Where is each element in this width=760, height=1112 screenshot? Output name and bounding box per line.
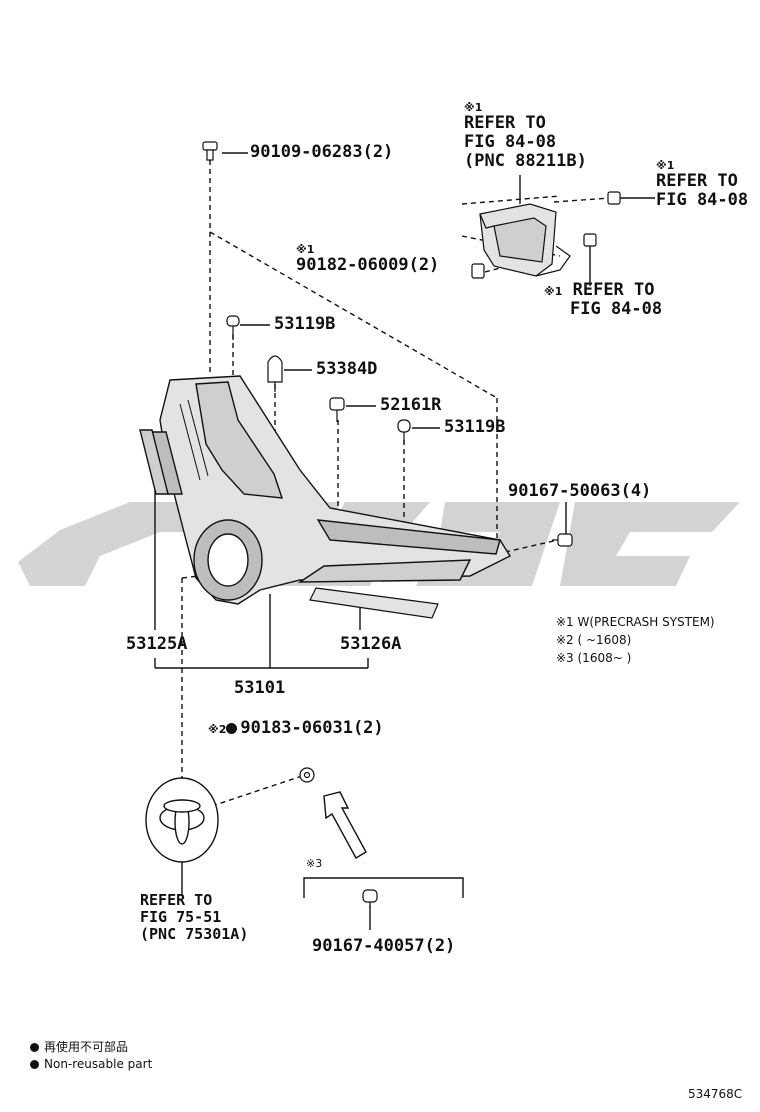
reference-mark: ※1 [464,101,483,114]
grille-assembly [139,375,512,605]
part-label-90109-06283: 90109-06283(2) [250,142,394,162]
clip-icon [267,355,283,392]
clip-icon [226,315,240,340]
clip-icon [329,397,345,422]
part-number: 90183-06031(2) [240,718,384,738]
bolt-icon [202,141,218,161]
part-label-53125a: 53125A [126,634,188,654]
part-label-53384d: 53384D [316,359,378,379]
clip-icon [362,889,378,908]
reference-line: FIG 84-08 [656,190,749,210]
part-label-90182-06009: ※1 90182-06009(2) [296,244,439,274]
part-label-90167-50063: 90167-50063(4) [508,481,652,501]
drawing-number: 534768C [688,1087,743,1101]
reference-sensor-right: ※1 REFER TO FIG 84-08 [656,160,748,209]
footnotes: ※1 W(PRECRASH SYSTEM) ※2 ( ~1608) ※3 (16… [556,616,715,664]
screw-icon [607,191,621,205]
toyota-emblem-icon [145,777,219,863]
reference-line: REFER TO [140,891,213,909]
reference-emblem: REFER TO FIG 75-51 (PNC 75301A) [140,893,248,942]
reference-mark: ※1 [656,159,675,172]
arrow-icon [323,791,367,859]
reference-line: FIG 75-51 [140,908,222,926]
note-mark: ※2 [208,723,227,736]
note: ※3 (1608~ ) [556,651,632,665]
reference-mark: ※1 [544,285,563,298]
screw-icon [583,233,597,247]
non-reusable-dot-icon [30,1060,39,1069]
part-label-53126a: 53126A [340,634,402,654]
reference-line: FIG 84-08 [464,132,557,152]
part-label-52161r: 52161R [380,395,442,415]
reference-sensor-top: ※1 REFER TO FIG 84-08 (PNC 88211B) [464,102,587,170]
reference-line: REFER TO [464,113,546,133]
legend: 再使用不可部品 Non-reusable part [30,1041,152,1070]
reference-sensor-bottom: ※1 REFER TO FIG 84-08 [544,282,662,318]
part-label-53119b-lower: 53119B [444,417,506,437]
non-reusable-dot-icon [226,723,238,734]
precrash-sensor-bracket [479,203,571,277]
part-number: 90182-06009(2) [296,255,440,275]
part-label-90183-06031: ※2 90183-06031(2) [208,720,384,737]
part-label-90167-40057: 90167-40057(2) [312,936,456,956]
nut-icon [471,263,485,279]
lower-strip [309,587,439,619]
reference-line: (PNC 75301A) [140,925,249,943]
note-mark-3: ※3 [306,857,323,870]
non-reusable-dot-icon [30,1043,39,1052]
part-label-53101: 53101 [234,678,286,698]
screw-icon [552,533,573,547]
washer-icon [299,767,315,783]
note-mark: ※1 [296,243,315,256]
legend-jp: 再使用不可部品 [44,1040,129,1054]
clip-icon [397,419,411,444]
reference-line: REFER TO [572,280,655,300]
reference-line: FIG 84-08 [570,299,663,319]
legend-en: Non-reusable part [44,1057,153,1071]
reference-line: REFER TO [656,171,738,191]
reference-line: (PNC 88211B) [464,151,587,171]
part-label-53119b-upper: 53119B [274,314,336,334]
note: ※1 W(PRECRASH SYSTEM) [556,615,715,629]
note: ※2 ( ~1608) [556,633,632,647]
